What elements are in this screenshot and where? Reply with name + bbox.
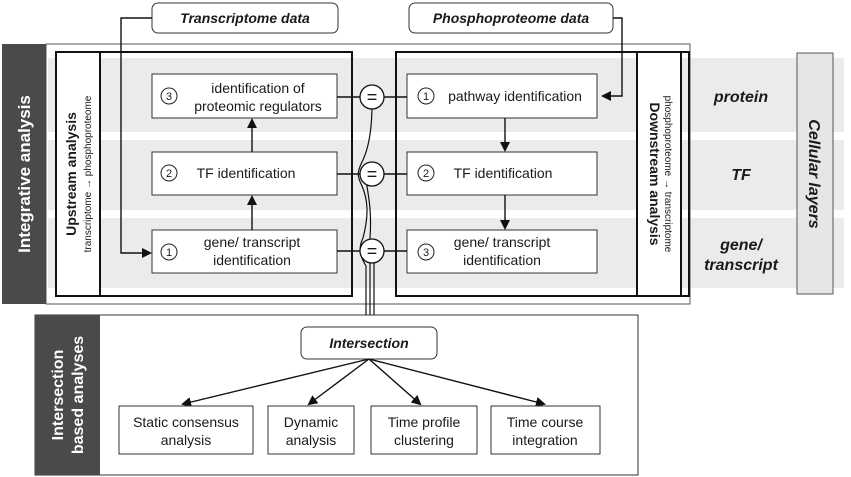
intersection-sidebar-label-2: based analyses (70, 336, 87, 454)
downstream-title-bar (636, 51, 682, 297)
downstream-step-1-box (406, 73, 598, 119)
layer-gene-label-2: transcript (704, 257, 778, 274)
downstream-step-1-number: 1 (423, 91, 429, 103)
intersection-sidebar (35, 315, 100, 475)
arrow-to-time-course (368, 358, 546, 407)
cellular-layers-sidebar (796, 52, 834, 295)
dynamic-analysis-line1: Dynamic (284, 414, 338, 430)
downstream-step-2-box (406, 151, 598, 196)
upstream-step-3-number-circle (160, 87, 178, 105)
downstream-step-3-number: 3 (423, 247, 429, 259)
upstream-title-bar (55, 51, 101, 297)
upstream-title: Upstream analysis (63, 112, 79, 236)
arrow-to-static-consensus (181, 358, 370, 407)
static-consensus-line1: Static consensus (133, 414, 239, 430)
upstream-subtitle: transcriptome → phosphoproteome (83, 95, 94, 252)
upstream-step-3-number: 3 (166, 91, 172, 103)
static-consensus-line2: analysis (161, 432, 212, 448)
equals-symbol-protein: = (367, 87, 378, 107)
upstream-step-3-line1: identification of (211, 80, 305, 96)
layer-gene-label-1: gene/ (719, 237, 763, 254)
layer-protein-label: protein (713, 89, 768, 106)
upstream-step-1-line1: gene/ transcript (204, 234, 301, 250)
intersection-sidebar-label-1: Intersection (50, 350, 67, 441)
layer-tf-label: TF (731, 167, 752, 184)
time-course-box (490, 405, 601, 455)
downstream-step-2-number: 2 (423, 168, 429, 180)
time-course-line2: integration (512, 432, 577, 448)
upstream-step-1-number-circle (160, 243, 178, 261)
upstream-step-1-line2: identification (213, 252, 291, 268)
dynamic-analysis-box (267, 405, 355, 455)
upstream-step-3-line2: proteomic regulators (194, 98, 322, 114)
downstream-step-3-number-circle (417, 243, 435, 261)
equals-circle-tf (359, 161, 385, 187)
equals-symbol-gene: = (367, 241, 378, 261)
arrow-to-time-profile (368, 358, 422, 406)
downstream-step-2-line1: TF identification (454, 165, 553, 181)
upstream-step-2-number: 2 (166, 168, 172, 180)
downstream-step-1-line1: pathway identification (448, 88, 582, 104)
dynamic-analysis-line2: analysis (286, 432, 337, 448)
downstream-step-3-line2: identification (463, 252, 541, 268)
downstream-subtitle: phosphoproteome → transcriptome (662, 96, 673, 253)
static-consensus-box (118, 405, 254, 455)
downstream-step-2-number-circle (417, 164, 435, 182)
downstream-step-1-number-circle (417, 87, 435, 105)
transcriptome-data-label: Transcriptome data (180, 10, 310, 26)
equals-symbol-tf: = (367, 164, 378, 184)
intersection-box-label: Intersection (329, 335, 408, 351)
cellular-layers-label: Cellular layers (805, 119, 822, 229)
transcriptome-input-line (120, 17, 152, 258)
phosphoproteome-input-line (601, 17, 623, 101)
time-course-line1: Time course (507, 414, 584, 430)
upstream-step-2-line1: TF identification (197, 165, 296, 181)
downstream-step-3-box (406, 229, 598, 274)
integrative-sidebar (2, 44, 46, 304)
downstream-title: Downstream analysis (647, 102, 663, 245)
equals-circle-protein (359, 84, 385, 110)
time-profile-line2: clustering (394, 432, 454, 448)
phosphoproteome-data-label: Phosphoproteome data (433, 10, 590, 26)
arrow-to-dynamic (307, 358, 370, 406)
integrative-label: Integrative analysis (15, 95, 34, 253)
downstream-step-3-line1: gene/ transcript (454, 234, 551, 250)
upstream-step-1-number: 1 (166, 247, 172, 259)
time-profile-line1: Time profile (388, 414, 461, 430)
upstream-step-2-number-circle (160, 164, 178, 182)
upstream-step-3-box (151, 73, 338, 119)
equals-circle-gene (359, 238, 385, 264)
time-profile-box (370, 405, 478, 455)
upstream-step-1-box (151, 229, 338, 274)
